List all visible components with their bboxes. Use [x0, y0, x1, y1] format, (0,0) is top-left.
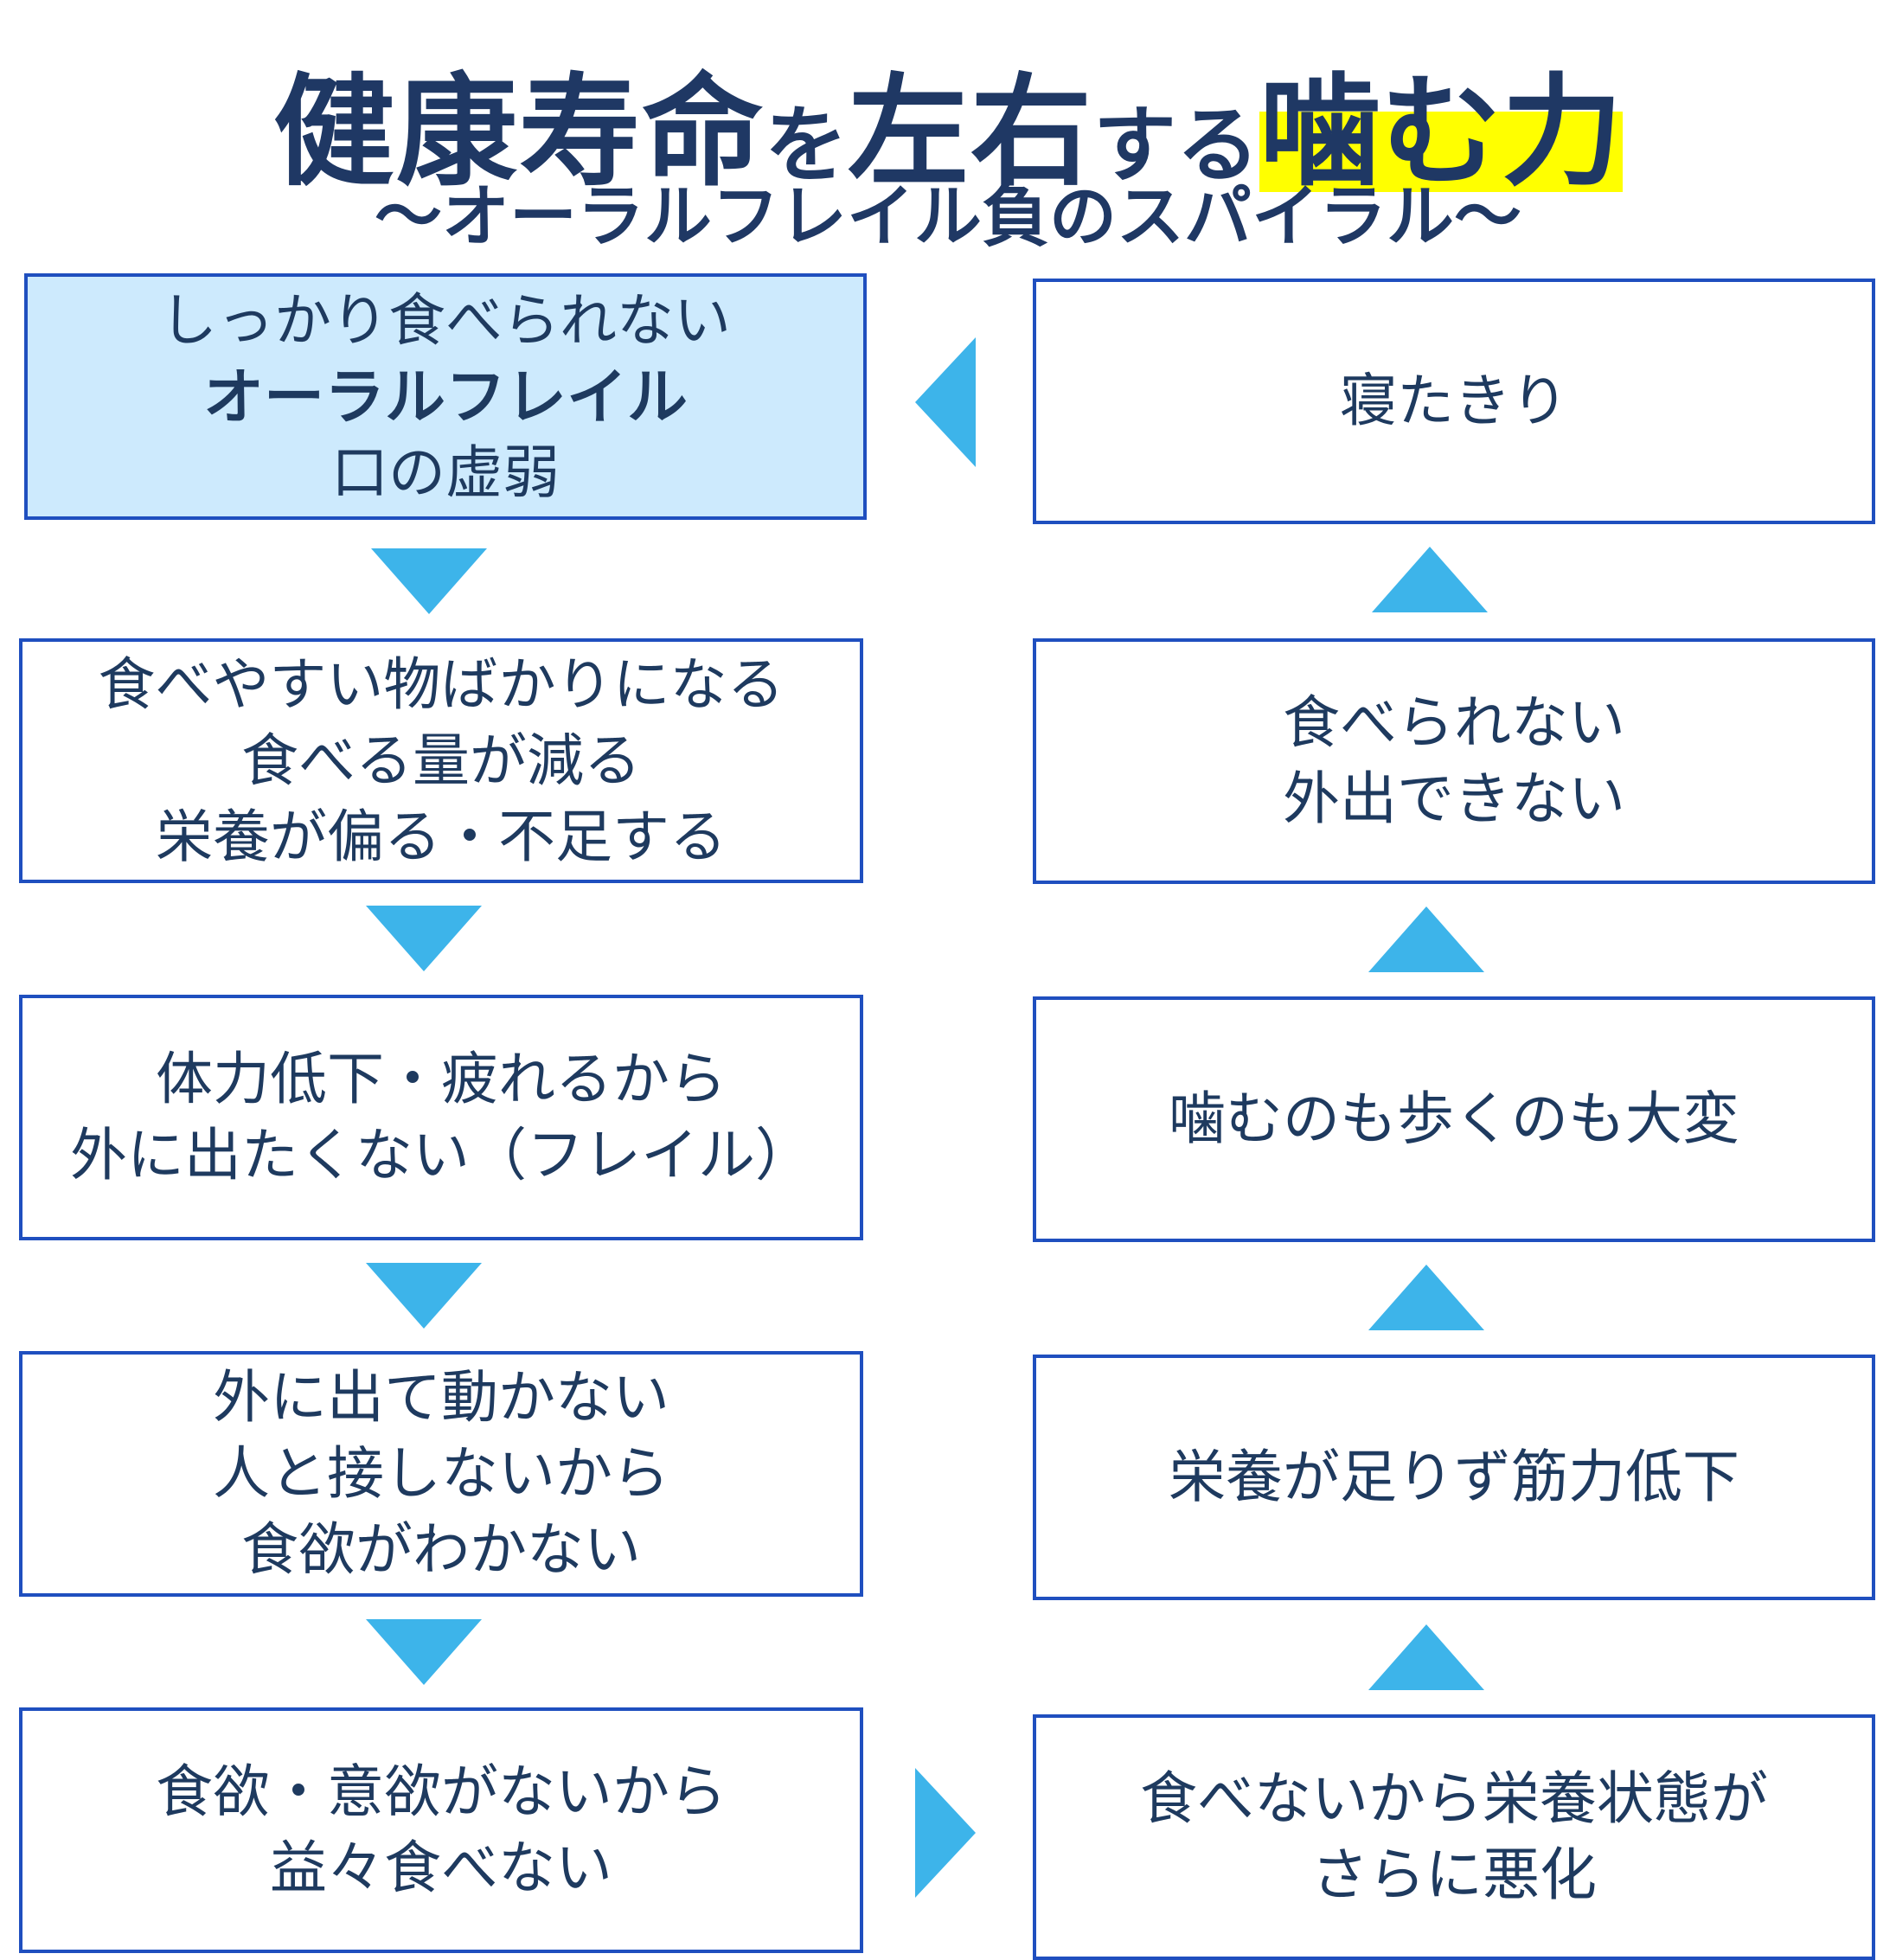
left-box-2-line-2: 食べる量が減る: [241, 727, 641, 794]
left-box-3-line-2: 外に出たくない（フレイル）: [70, 1122, 812, 1188]
arrow-up-2: [1368, 1265, 1484, 1330]
left-box-4: 外に出て動かない 人と接しないから 食欲がわかない: [19, 1351, 863, 1597]
arrow-down-2: [366, 906, 482, 971]
left-box-3-line-1: 体力低下・疲れるから: [156, 1046, 727, 1112]
left-box-5: 食欲・意欲がないから 益々食べない: [19, 1707, 863, 1953]
arrow-left: [915, 337, 976, 467]
left-box-5-line-1: 食欲・意欲がないから: [156, 1758, 727, 1825]
diagram-title: 健康寿命を左右する噛む力: [0, 35, 1896, 209]
title-part-2: を: [764, 97, 848, 194]
right-box-3-line-1: 噛むのも歩くのも大変: [1169, 1086, 1739, 1152]
arrow-up-1: [1368, 1624, 1484, 1690]
left-box-1-line-3: 口の虚弱: [331, 439, 560, 506]
left-box-1: しっかり食べられない オーラルフレイル 口の虚弱: [24, 273, 867, 520]
title-part-4: する: [1093, 97, 1259, 194]
title-part-1: 健康寿命: [272, 62, 765, 203]
right-box-3: 噛むのも歩くのも大変: [1033, 996, 1875, 1242]
arrow-up-4: [1372, 547, 1488, 612]
arrow-down-4: [366, 1619, 482, 1685]
arrow-down-1: [371, 548, 487, 614]
left-box-2-line-3: 栄養が偏る・不足する: [156, 803, 727, 870]
left-box-1-line-2: オーラルフレイル: [203, 361, 688, 432]
diagram-subtitle: 〜オーラルフレイル負のスパイラル〜: [374, 178, 1521, 256]
title-highlight: 噛む力: [1259, 62, 1624, 203]
right-box-4: 栄養が足りず筋力低下: [1033, 1355, 1875, 1600]
left-box-2-line-1: 食べやすい物ばかりになる: [98, 650, 785, 718]
left-box-4-line-3: 食欲がわかない: [241, 1516, 641, 1583]
right-box-2-line-2: 外出できない: [1283, 765, 1625, 832]
left-box-1-line-1: しっかり食べられない: [160, 286, 731, 354]
right-box-1-line-1: 寝たきり: [1340, 368, 1568, 434]
right-box-2-line-1: 食べられない: [1283, 689, 1625, 756]
right-box-4-line-1: 栄養が足りず筋力低下: [1169, 1444, 1739, 1510]
arrow-down-3: [366, 1263, 482, 1329]
left-box-3: 体力低下・疲れるから 外に出たくない（フレイル）: [19, 995, 863, 1240]
title-part-3: 左右: [847, 62, 1093, 203]
arrow-right: [915, 1768, 976, 1898]
left-box-4-line-1: 外に出て動かない: [213, 1364, 669, 1431]
arrow-up-3: [1368, 906, 1484, 972]
right-box-5-line-1: 食べないから栄養状態が: [1140, 1765, 1768, 1832]
right-box-5-line-2: さらに悪化: [1311, 1842, 1597, 1908]
left-box-5-line-2: 益々食べない: [270, 1835, 612, 1901]
right-box-1: 寝たきり: [1033, 279, 1875, 524]
right-box-2: 食べられない 外出できない: [1033, 638, 1875, 884]
left-box-2: 食べやすい物ばかりになる 食べる量が減る 栄養が偏る・不足する: [19, 638, 863, 883]
right-box-5: 食べないから栄養状態が さらに悪化: [1033, 1714, 1875, 1960]
left-box-4-line-2: 人と接しないから: [213, 1440, 669, 1507]
